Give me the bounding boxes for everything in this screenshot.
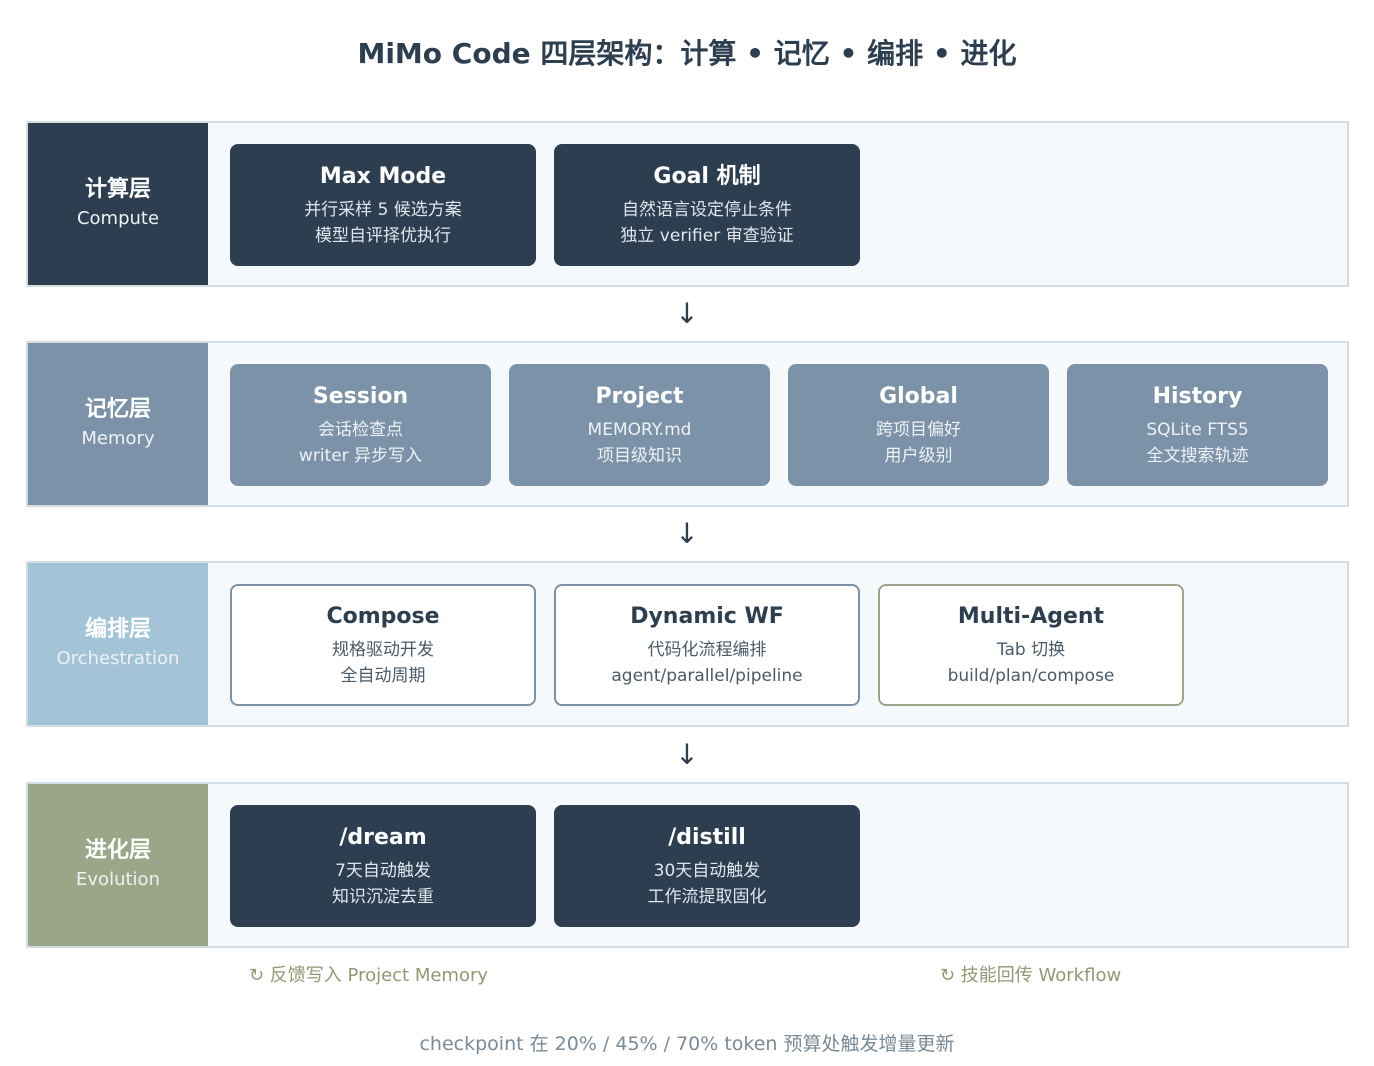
card-goal: Goal 机制 自然语言设定停止条件 独立 verifier 审查验证 — [554, 144, 860, 266]
card-title: /distill — [668, 825, 746, 850]
layer-subtitle: Evolution — [76, 869, 160, 890]
card-line: 7天自动触发 — [335, 861, 431, 881]
layer-subtitle: Memory — [81, 428, 155, 449]
card-history: History SQLite FTS5 全文搜索轨迹 — [1067, 364, 1328, 486]
card-title: Compose — [326, 604, 440, 629]
card-line: 30天自动触发 — [653, 861, 761, 881]
card-line: 工作流提取固化 — [647, 887, 767, 907]
card-line: 全文搜索轨迹 — [1146, 446, 1249, 466]
card-dream: /dream 7天自动触发 知识沉淀去重 — [230, 805, 536, 927]
card-session: Session 会话检查点 writer 异步写入 — [230, 364, 491, 486]
card-compose: Compose 规格驱动开发 全自动周期 — [230, 584, 536, 706]
layer-label-evolution: 进化层 Evolution — [28, 784, 208, 946]
card-dynamic-wf: Dynamic WF 代码化流程编排 agent/parallel/pipeli… — [554, 584, 860, 706]
card-title: Session — [312, 384, 409, 409]
layer-label-compute: 计算层 Compute — [28, 123, 208, 285]
layer-subtitle: Compute — [76, 208, 160, 229]
card-line: 并行采样 5 候选方案 — [304, 200, 462, 220]
card-line: SQLite FTS5 — [1146, 420, 1249, 440]
card-title: Multi-Agent — [957, 604, 1105, 629]
layer-evolution: 进化层 Evolution /dream 7天自动触发 知识沉淀去重 /dist… — [26, 782, 1349, 948]
down-arrow-icon: ↓ — [675, 517, 699, 550]
card-global: Global 跨项目偏好 用户级别 — [788, 364, 1049, 486]
card-project: Project MEMORY.md 项目级知识 — [509, 364, 770, 486]
card-line: 用户级别 — [884, 446, 953, 466]
layer-name: 进化层 — [84, 838, 151, 863]
card-multi-agent: Multi-Agent Tab 切换 build/plan/compose — [878, 584, 1184, 706]
layer-compute: 计算层 Compute Max Mode 并行采样 5 候选方案 模型自评择优执… — [26, 121, 1349, 287]
card-title: /dream — [339, 825, 427, 850]
card-line: Tab 切换 — [996, 640, 1066, 660]
card-line: 独立 verifier 审查验证 — [620, 226, 794, 246]
layer-label-memory: 记忆层 Memory — [28, 343, 208, 505]
card-line: agent/parallel/pipeline — [611, 666, 803, 686]
feedback-note-right: ↻ 技能回传 Workflow — [940, 965, 1122, 986]
feedback-note-left: ↻ 反馈写入 Project Memory — [249, 965, 489, 986]
card-distill: /distill 30天自动触发 工作流提取固化 — [554, 805, 860, 927]
card-line: 自然语言设定停止条件 — [622, 200, 792, 220]
layer-name: 计算层 — [84, 177, 151, 202]
layer-subtitle: Orchestration — [56, 648, 180, 669]
card-line: 代码化流程编排 — [647, 640, 767, 660]
down-arrow-icon: ↓ — [675, 738, 699, 771]
card-line: build/plan/compose — [947, 666, 1115, 686]
card-line: 全自动周期 — [340, 666, 426, 686]
card-title: Max Mode — [319, 164, 447, 189]
card-line: 模型自评择优执行 — [315, 226, 451, 246]
card-line: 项目级知识 — [597, 446, 682, 466]
card-line: 规格驱动开发 — [332, 640, 434, 660]
footer-note: checkpoint 在 20% / 45% / 70% token 预算处触发… — [419, 1033, 955, 1055]
page-title: MiMo Code 四层架构：计算 • 记忆 • 编排 • 进化 — [357, 37, 1017, 70]
layer-name: 记忆层 — [84, 397, 151, 422]
layer-orchestration: 编排层 Orchestration Compose 规格驱动开发 全自动周期 D… — [26, 561, 1349, 727]
card-title: History — [1152, 384, 1243, 409]
card-title: Goal 机制 — [653, 164, 761, 189]
layer-label-orchestration: 编排层 Orchestration — [28, 563, 208, 725]
card-line: 会话检查点 — [318, 420, 403, 440]
card-line: 跨项目偏好 — [876, 420, 961, 440]
layer-memory: 记忆层 Memory Session 会话检查点 writer 异步写入 Pro… — [26, 341, 1349, 507]
card-max-mode: Max Mode 并行采样 5 候选方案 模型自评择优执行 — [230, 144, 536, 266]
card-title: Dynamic WF — [630, 604, 784, 629]
card-title: Global — [879, 384, 958, 409]
down-arrow-icon: ↓ — [675, 297, 699, 330]
card-line: MEMORY.md — [587, 420, 692, 440]
card-title: Project — [595, 384, 684, 409]
card-line: writer 异步写入 — [298, 446, 423, 466]
card-line: 知识沉淀去重 — [332, 887, 434, 907]
layer-name: 编排层 — [84, 617, 151, 642]
